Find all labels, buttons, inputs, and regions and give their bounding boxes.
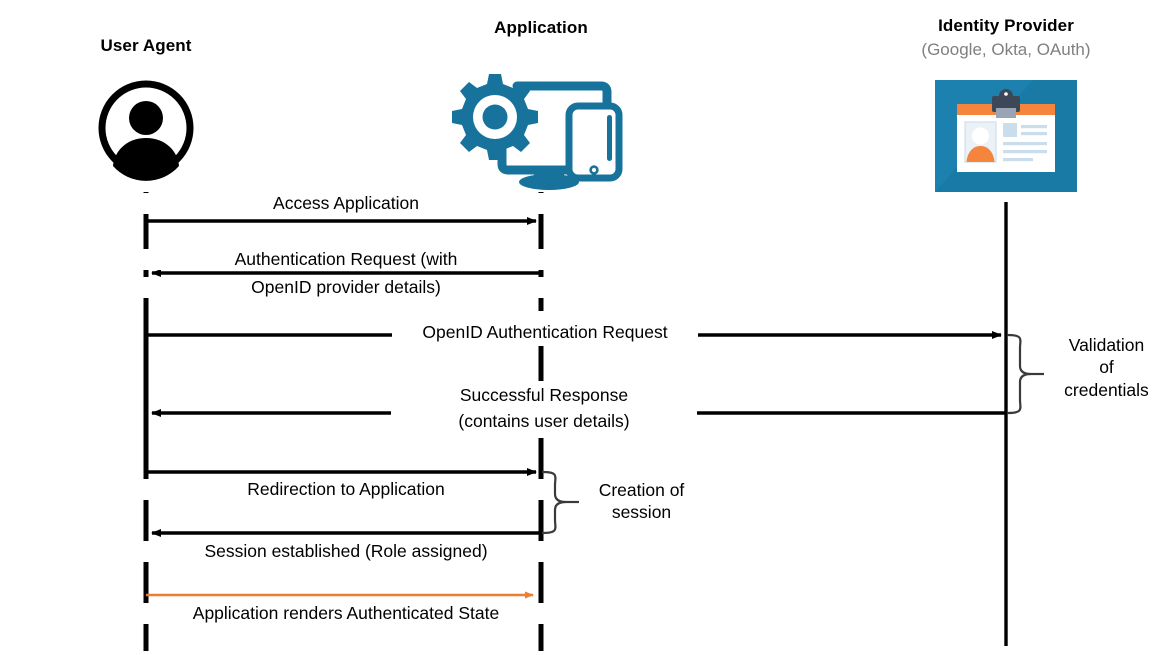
note-line: of xyxy=(1099,357,1114,378)
label-application-renders-authenticated-state: Application renders Authenticated State xyxy=(143,603,549,624)
lane-title-identity-provider: Identity Provider xyxy=(938,16,1074,35)
gear-monitor-phone-icon xyxy=(452,70,635,192)
label-redirection-to-application: Redirection to Application xyxy=(143,479,549,500)
note-creation-of-session: Creation of session xyxy=(579,479,704,524)
note-line: Validation xyxy=(1068,335,1145,355)
label-session-established: Session established (Role assigned) xyxy=(143,541,549,562)
label-openid-authentication-request: OpenID Authentication Request xyxy=(392,322,698,343)
note-line: credentials xyxy=(1064,379,1149,400)
note-line: session xyxy=(611,502,672,523)
note-line: Creation of xyxy=(598,480,685,500)
lane-subtitle-identity-provider: (Google, Okta, OAuth) xyxy=(921,40,1091,59)
label-authentication-request-line2: OpenID provider details) xyxy=(143,277,549,298)
lane-title-application: Application xyxy=(494,18,588,37)
id-badge-icon xyxy=(935,80,1077,192)
lane-title-user-agent: User Agent xyxy=(100,36,192,55)
label-access-application: Access Application xyxy=(143,193,549,214)
person-circle-icon xyxy=(96,78,196,181)
label-successful-response-line2: (contains user details) xyxy=(391,411,697,432)
label-authentication-request-line1: Authentication Request (with xyxy=(143,249,549,270)
note-validation-of-credentials: Validation of credentials xyxy=(1044,334,1169,401)
label-successful-response-line1: Successful Response xyxy=(391,385,697,406)
brace-validation-of-credentials xyxy=(1006,333,1032,415)
